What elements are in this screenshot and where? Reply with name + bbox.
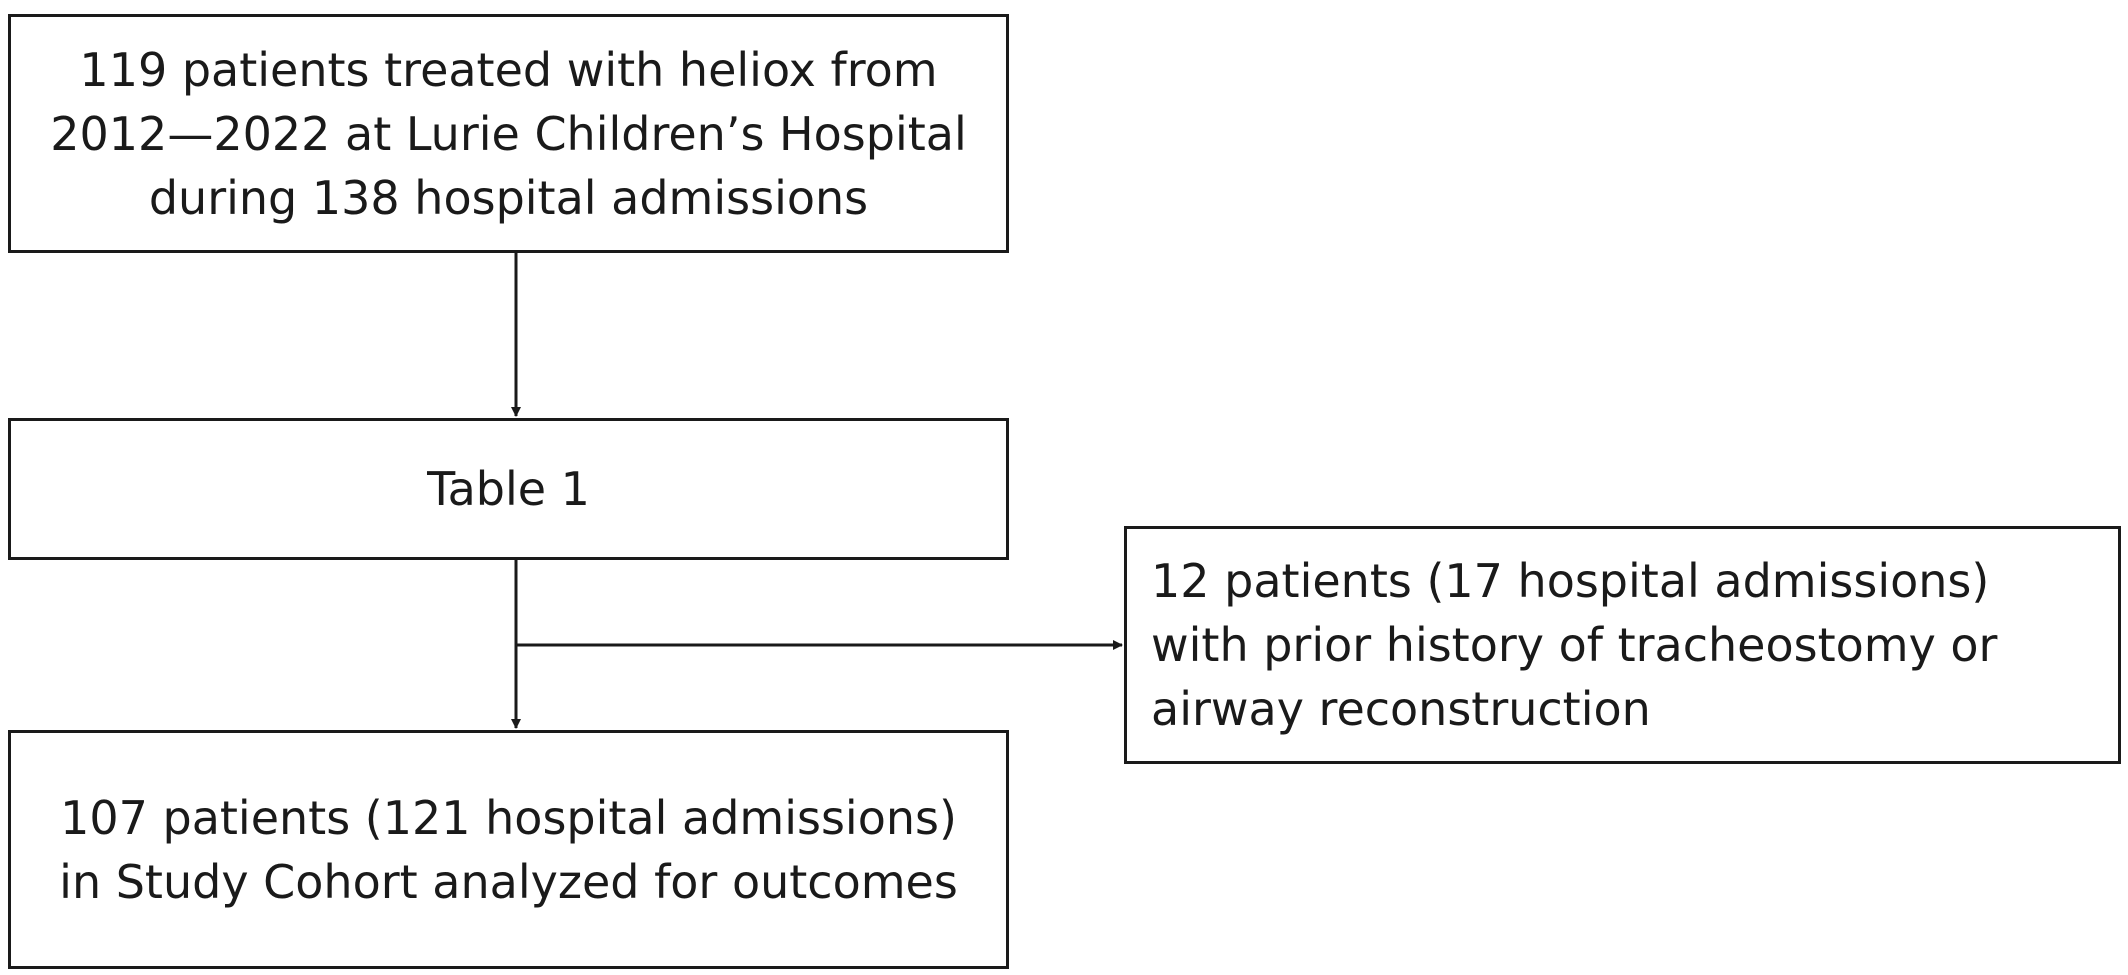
initial-population-line-1: 119 patients treated with heliox from — [79, 42, 938, 97]
initial-population-line-3: during 138 hospital admissions — [148, 170, 869, 225]
study-cohort-box: 107 patients (121 hospital admissions) i… — [8, 730, 1009, 969]
table-1-label: Table 1 — [427, 462, 590, 516]
initial-population-box: 119 patients treated with heliox from 20… — [8, 14, 1009, 253]
exclusion-line-2: with prior history of tracheostomy or — [1151, 618, 1998, 672]
initial-population-line-2: 2012—2022 at Lurie Children’s Hospital — [50, 106, 967, 161]
exclusion-line-3: airway reconstruction — [1151, 682, 1651, 736]
study-cohort-line-2: in Study Cohort analyzed for outcomes — [59, 854, 958, 909]
table-1-box: Table 1 — [8, 418, 1009, 560]
exclusion-box: 12 patients (17 hospital admissions) wit… — [1124, 526, 2121, 764]
study-cohort-line-1: 107 patients (121 hospital admissions) — [60, 790, 957, 845]
exclusion-line-1: 12 patients (17 hospital admissions) — [1151, 554, 1990, 608]
